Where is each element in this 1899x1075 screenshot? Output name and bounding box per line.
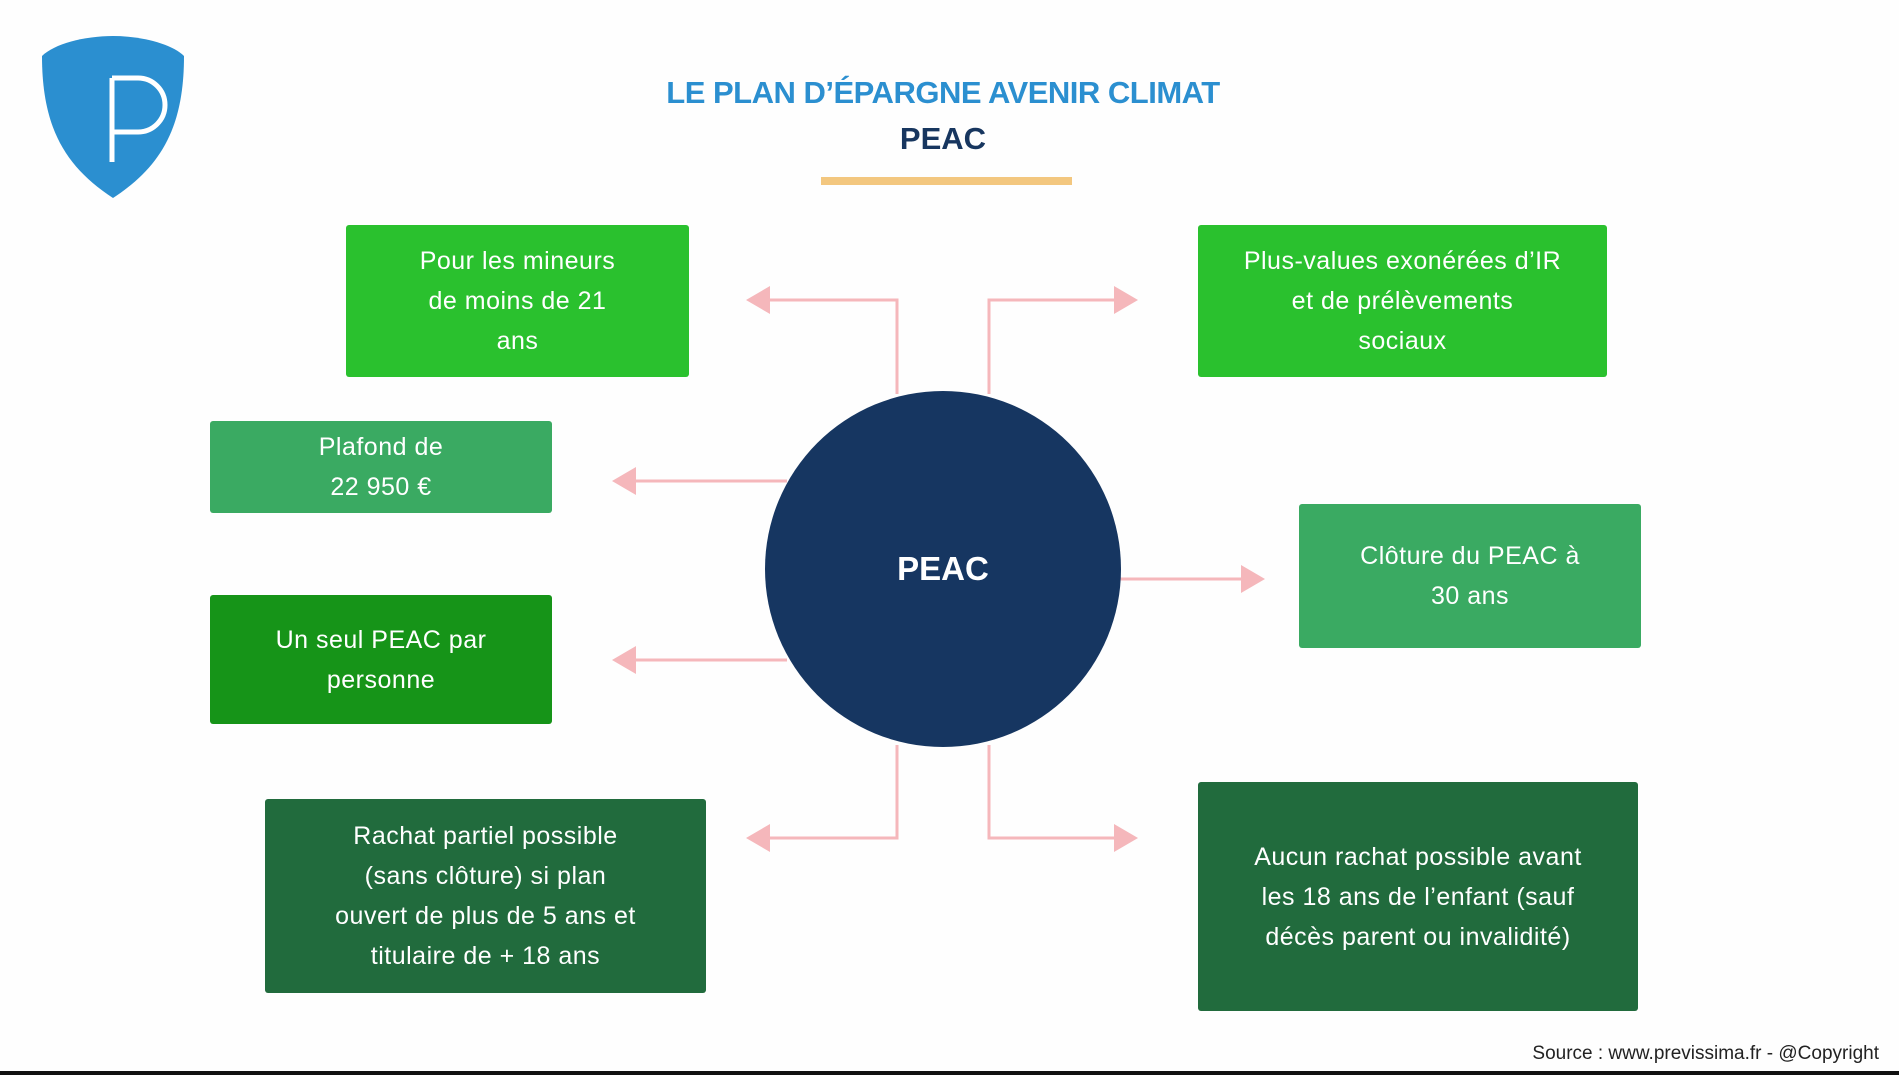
- box-ceiling: Plafond de 22 950 €: [210, 421, 552, 513]
- source-footer: Source : www.previssima.fr - @Copyright: [1532, 1043, 1879, 1064]
- title-underline: [821, 177, 1072, 185]
- arrow-top-left: [762, 298, 899, 394]
- arrow-bottom-right: [987, 745, 1120, 840]
- arrow-bottom-left: [762, 745, 899, 840]
- box-partial-withdrawal: Rachat partiel possible (sans clôture) s…: [265, 799, 706, 993]
- arrowhead-icon: [1114, 286, 1138, 314]
- arrowhead-icon: [746, 286, 770, 314]
- shield-logo-icon: [42, 36, 184, 198]
- page-title: LE PLAN D’ÉPARGNE AVENIR CLIMAT: [666, 75, 1220, 110]
- center-circle: PEAC: [765, 391, 1121, 747]
- arrow-top-right: [987, 298, 1120, 394]
- arrowhead-icon: [612, 467, 636, 495]
- arrowhead-icon: [746, 824, 770, 852]
- box-one-per-person: Un seul PEAC par personne: [210, 595, 552, 724]
- arrowhead-icon: [612, 646, 636, 674]
- page-subtitle: PEAC: [899, 121, 987, 156]
- bottom-border: [0, 1071, 1899, 1075]
- arrowhead-icon: [1114, 824, 1138, 852]
- box-closure: Clôture du PEAC à 30 ans: [1299, 504, 1641, 648]
- box-tax-exemption: Plus-values exonérées d’IR et de prélève…: [1198, 225, 1607, 377]
- arrowhead-icon: [1241, 565, 1265, 593]
- box-no-withdrawal: Aucun rachat possible avant les 18 ans d…: [1198, 782, 1638, 1011]
- box-minors: Pour les mineurs de moins de 21 ans: [346, 225, 689, 377]
